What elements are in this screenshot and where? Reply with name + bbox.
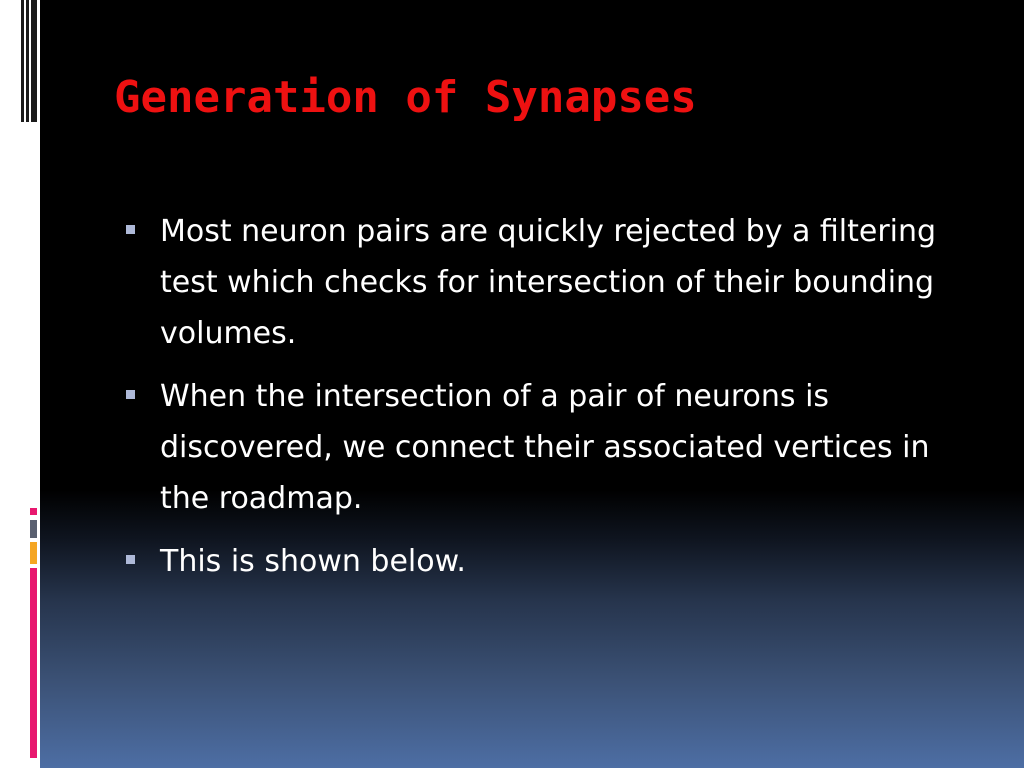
slide-title: Generation of Synapses — [114, 72, 697, 123]
square-bullet-icon — [126, 555, 135, 564]
bullet-item: Most neuron pairs are quickly rejected b… — [122, 206, 962, 359]
decorative-top-bars — [21, 0, 37, 122]
square-bullet-icon — [126, 390, 135, 399]
bullet-list: Most neuron pairs are quickly rejected b… — [122, 206, 962, 599]
bullet-text: When the intersection of a pair of neuro… — [160, 379, 930, 516]
bullet-item: This is shown below. — [122, 536, 962, 587]
decorative-accent-bars — [30, 508, 37, 758]
bullet-item: When the intersection of a pair of neuro… — [122, 371, 962, 524]
bullet-text: Most neuron pairs are quickly rejected b… — [160, 214, 937, 351]
square-bullet-icon — [126, 225, 135, 234]
bullet-text: This is shown below. — [160, 544, 466, 579]
decorative-side-strip — [0, 0, 40, 768]
